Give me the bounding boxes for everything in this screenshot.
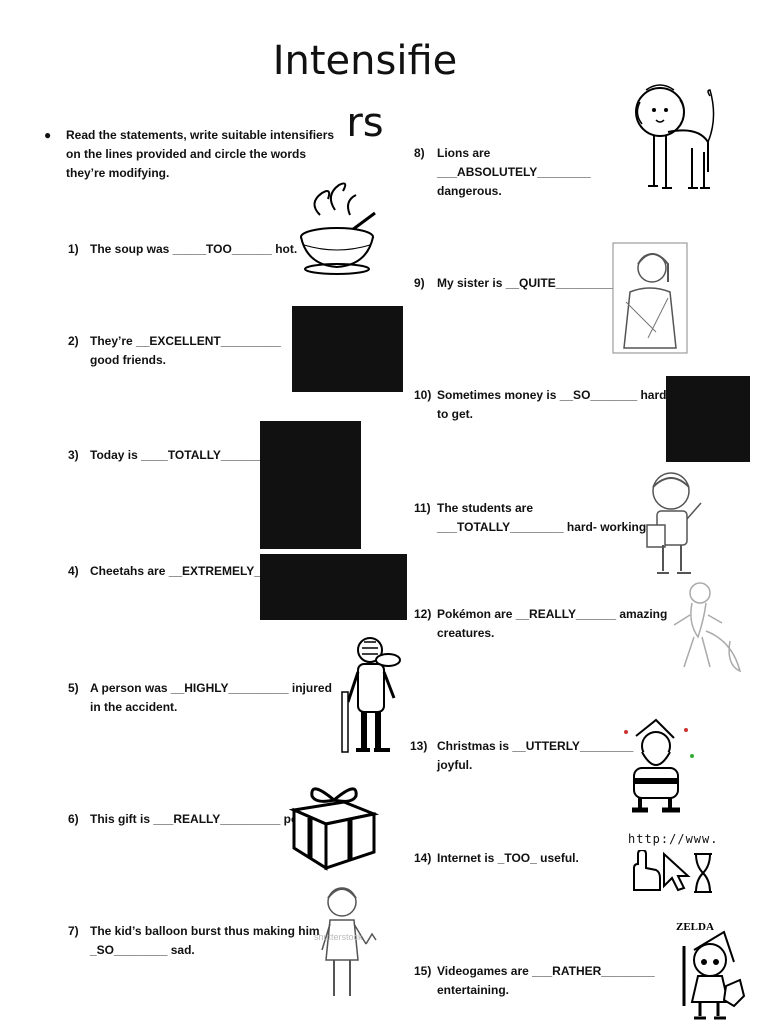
item-number: 7) [68, 924, 79, 938]
money-image [666, 376, 750, 462]
cursor-icons [633, 850, 712, 893]
santa-image [624, 718, 694, 813]
item-number: 1) [68, 242, 79, 256]
item-number: 11) [414, 501, 431, 515]
hand-pointer-icon [633, 850, 661, 891]
item-number: 9) [414, 276, 425, 290]
instructions-text: Read the statements, write suitable inte… [66, 128, 335, 180]
item-text[interactable]: Pokémon are __REALLY______ amazing creat… [437, 607, 668, 640]
item-text[interactable]: This gift is ___REALLY_________ perfect. [90, 812, 327, 826]
url-text: http://www. [628, 832, 719, 846]
item-number: 5) [68, 681, 79, 695]
item-text[interactable]: The kid’s balloon burst thus making him … [90, 924, 320, 957]
item-number: 6) [68, 812, 79, 826]
item-number: 15) [414, 964, 432, 978]
friends-photo-image [292, 306, 403, 392]
bullet-icon: ● [44, 128, 52, 142]
zelda-link-image: ZELDA [676, 921, 746, 1020]
shutterstock-watermark: shutterstock [314, 932, 363, 942]
item-number: 4) [68, 564, 79, 578]
item-number: 10) [414, 388, 432, 402]
item-number: 2) [68, 334, 79, 348]
item-text[interactable]: A person was __HIGHLY_________ injured i… [90, 681, 332, 714]
item-text[interactable]: Today is ____TOTALLY________ nice. [90, 448, 306, 462]
cheetah-image [260, 554, 407, 620]
item-text[interactable]: Videogames are ___RATHER________ enterta… [437, 964, 655, 997]
item-text[interactable]: They’re __EXCELLENT_________ good friend… [90, 334, 281, 367]
lion-image [635, 84, 715, 189]
injured-person-image [341, 637, 401, 753]
item-number: 14) [414, 851, 432, 865]
hourglass-icon [694, 853, 712, 893]
item-text[interactable]: My sister is __QUITE_________ sick. [437, 276, 646, 290]
nice-day-image [260, 421, 361, 549]
sick-sister-image [612, 242, 688, 354]
item-text[interactable]: The students are ___TOTALLY________ hard… [437, 501, 650, 534]
item-text[interactable]: Internet is _TOO_ useful. [437, 851, 579, 865]
item-number: 3) [68, 448, 79, 462]
sad-kid-image: shutterstock [314, 887, 377, 996]
item-number: 13) [410, 739, 428, 753]
soup-bowl-image [300, 182, 376, 275]
item-text[interactable]: Christmas is __UTTERLY________ joyful. [437, 739, 634, 772]
item-text[interactable]: Lions are ___ABSOLUTELY________ dangerou… [437, 146, 591, 198]
arrow-cursor-icon [663, 851, 691, 892]
item-text[interactable]: The soup was _____TOO______ hot. [90, 242, 298, 256]
item-number: 8) [414, 146, 425, 160]
zelda-logo: ZELDA [676, 921, 714, 933]
page-title: Intensifiers [272, 38, 458, 146]
gift-box-image [288, 787, 380, 871]
internet-icons-image: http://www. [628, 832, 720, 898]
item-text[interactable]: Sometimes money is __SO_______ hard to g… [437, 388, 667, 421]
item-number: 12) [414, 607, 432, 621]
student-image [646, 472, 702, 574]
pokemon-image [673, 582, 742, 673]
